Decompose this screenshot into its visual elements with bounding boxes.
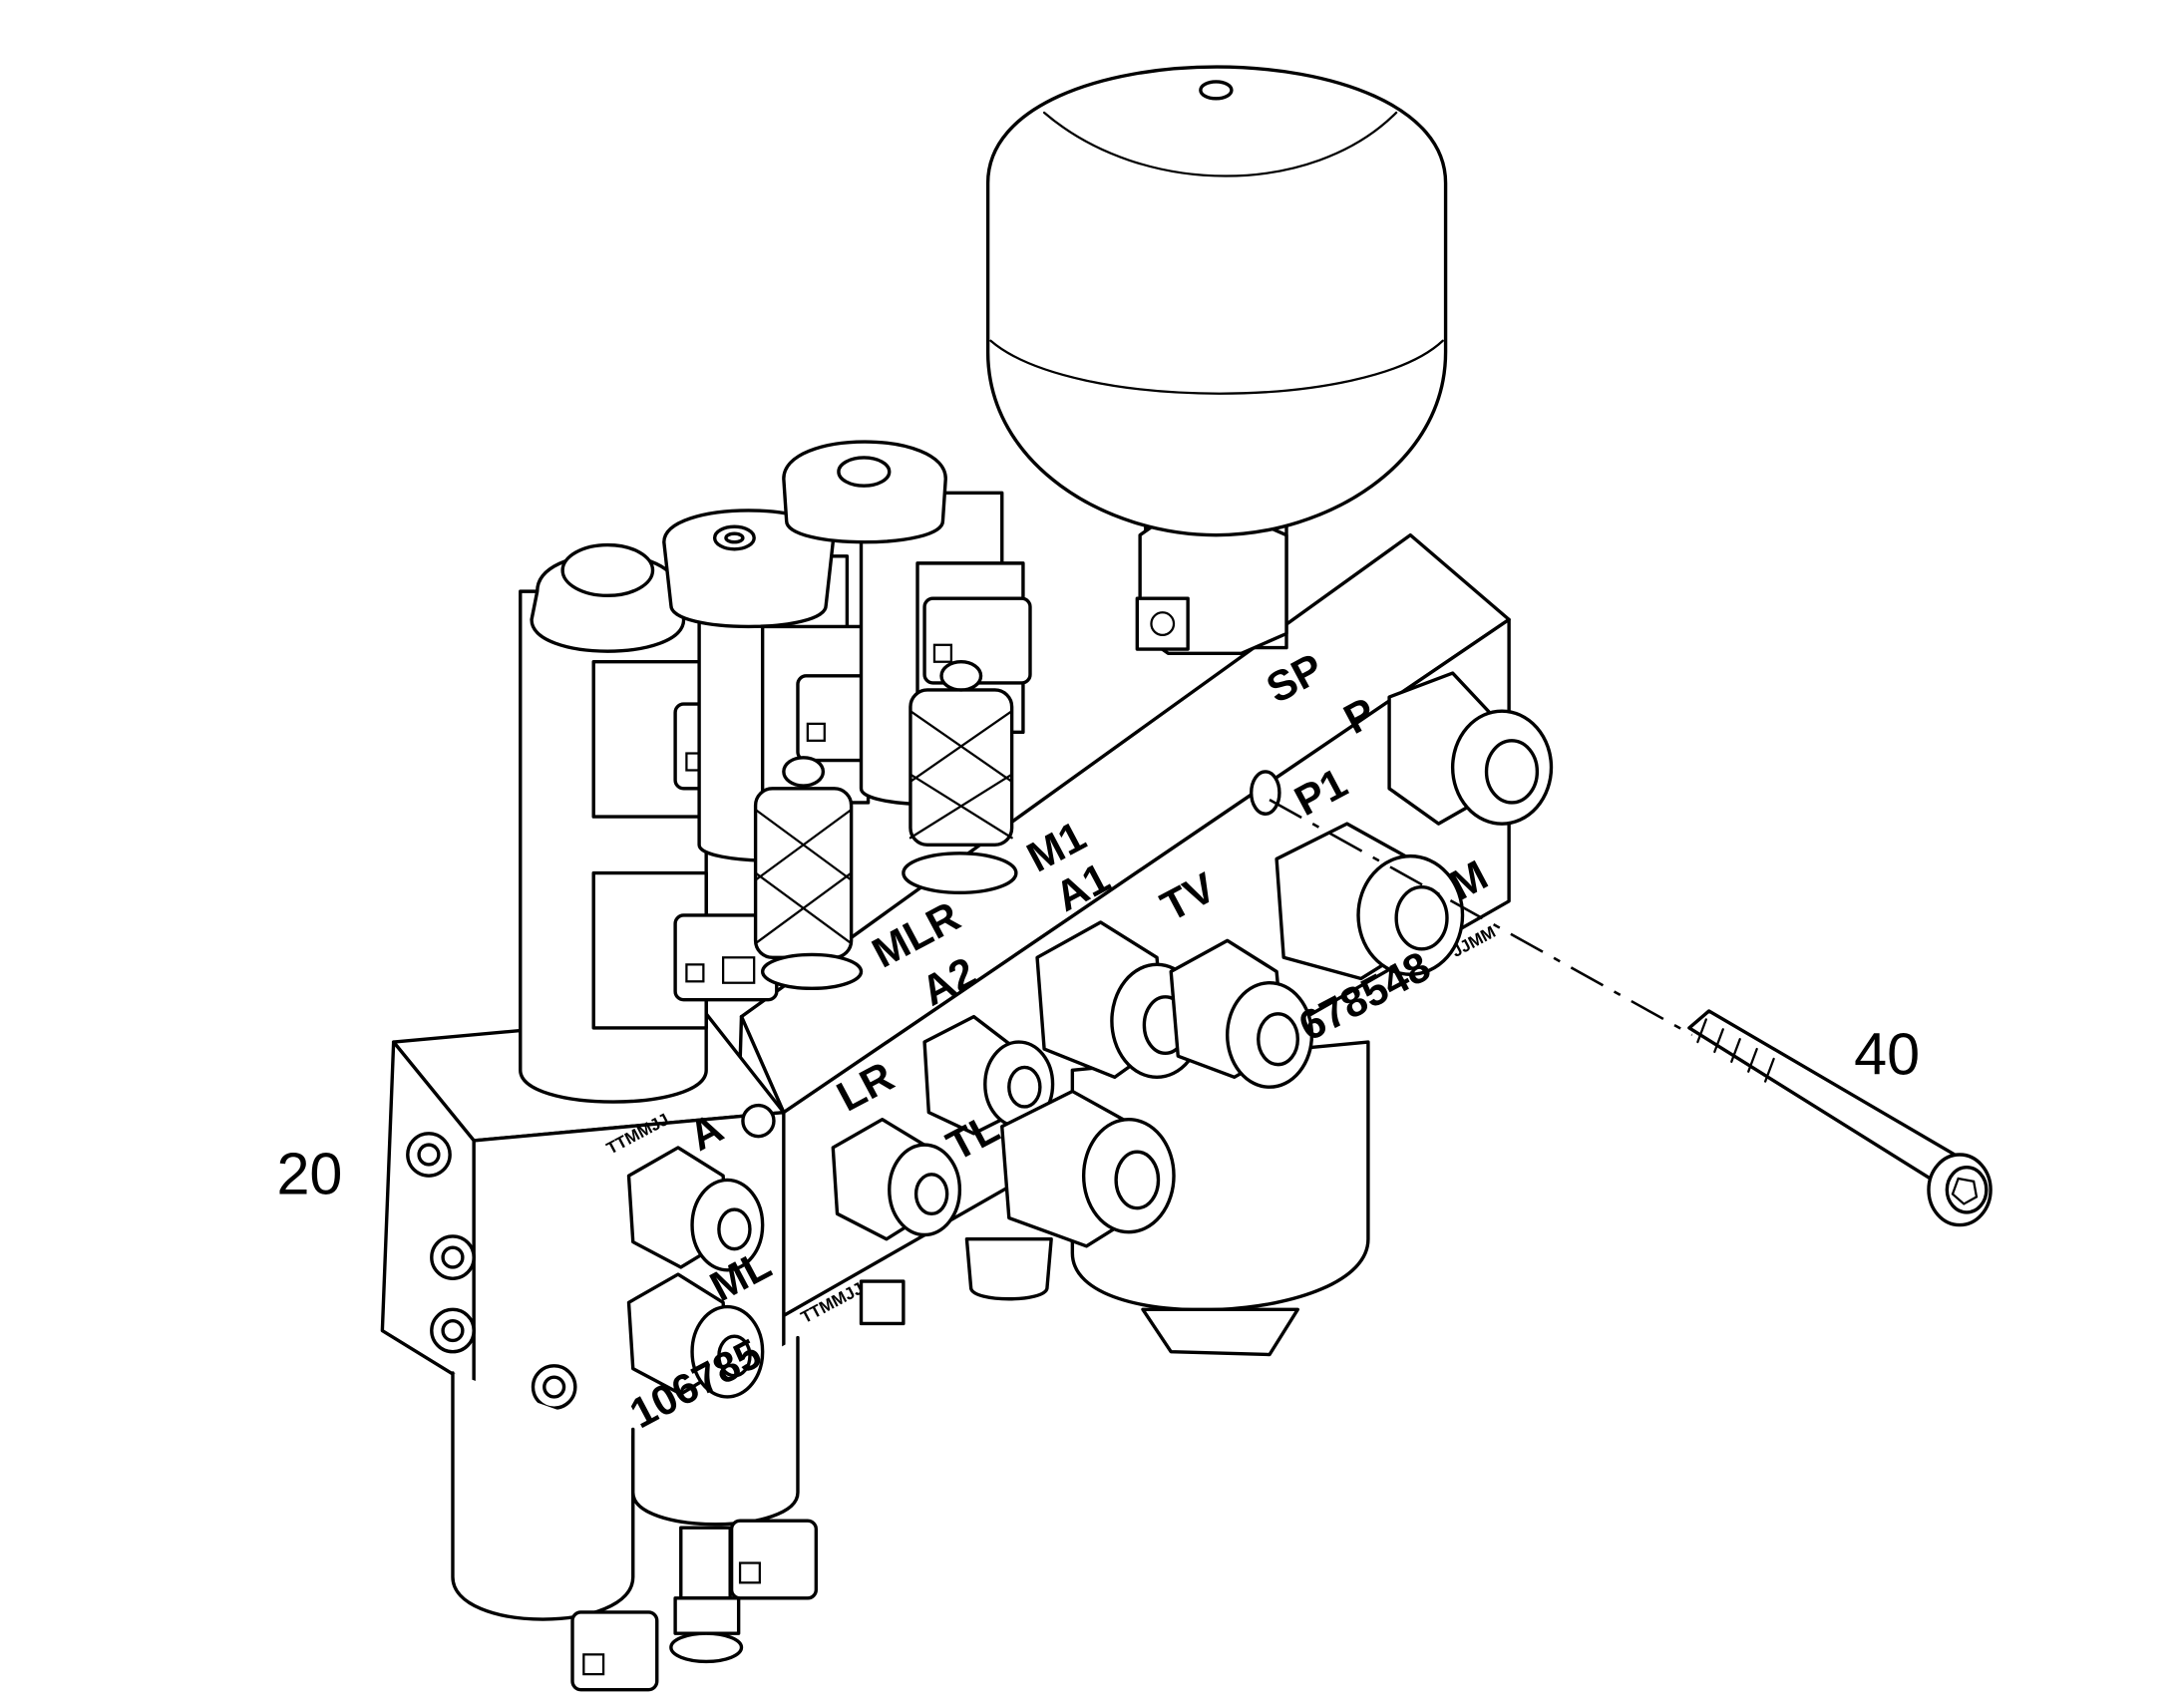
solenoid-stack-left bbox=[519, 542, 779, 1104]
bolt-icon bbox=[1269, 799, 1993, 1227]
solenoid-valve-icon bbox=[451, 1335, 819, 1692]
cartridge-mlr bbox=[753, 756, 864, 991]
callout-20: 20 bbox=[276, 1141, 342, 1207]
callout-40: 40 bbox=[1854, 1021, 1920, 1088]
cartridge-m1 bbox=[902, 660, 1018, 895]
accumulator-icon bbox=[985, 65, 1448, 655]
lower-accumulator-body bbox=[859, 1040, 1370, 1357]
fitting-icon bbox=[626, 671, 1554, 1399]
